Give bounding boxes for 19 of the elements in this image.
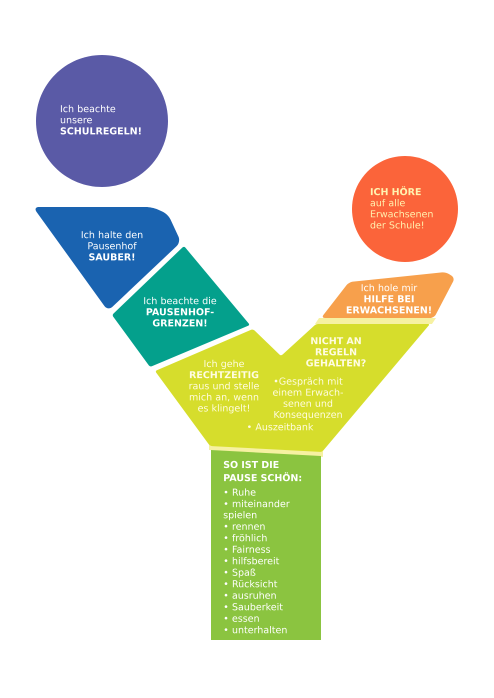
list-item: • miteinander spielen: [224, 500, 290, 520]
list-item: • Fairness: [224, 546, 270, 553]
bullet-text: •Gespräch mit einem Erwach- senen und Konsequenzen: [273, 377, 343, 420]
heading: NICHT AN REGELN GEHALTEN?: [306, 337, 366, 366]
list-item: • hilfsbereit: [224, 557, 280, 564]
list-item: • fröhlich: [224, 534, 267, 542]
list-item: • Ruhe: [224, 488, 256, 496]
list-heading: SO IST DIE PAUSE SCHÖN:: [224, 460, 302, 482]
circle-badge: ICH HÖRE auf alle Erwachsenen der Schule!: [352, 156, 458, 262]
list-item: • ausruhen: [224, 592, 276, 599]
bullet-text: • Auszeitbank: [248, 423, 314, 430]
list-item: • rennen: [224, 524, 265, 530]
list-item: • Sauberkeit: [224, 603, 283, 610]
list-item: • essen: [224, 616, 259, 622]
circle-badge: Ich beachte unsere SCHULREGELN!: [36, 55, 168, 187]
list-item: • unterhalten: [224, 626, 287, 634]
arm-segment: Ich hole mir HILFE BEI ERWACHSENEN!: [322, 272, 454, 318]
list-item: • Rücksicht: [224, 580, 278, 588]
list-item: • Spaß: [224, 568, 256, 578]
